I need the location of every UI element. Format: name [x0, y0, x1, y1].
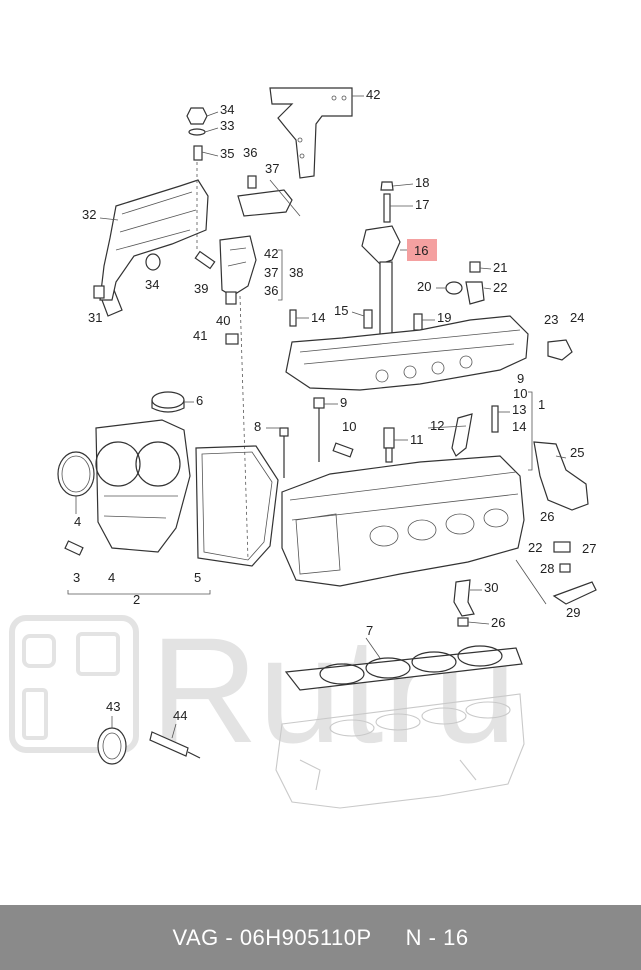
diagram-position: N - 16 [405, 924, 469, 950]
heat-shield-32 [99, 179, 209, 317]
callout-26b: 26 [491, 615, 505, 630]
callout-43: 43 [106, 699, 120, 714]
callout-40: 40 [216, 313, 230, 328]
callout-38: 38 [289, 265, 303, 280]
callout-17: 17 [415, 197, 429, 212]
callout-7: 7 [366, 623, 373, 638]
callout-20: 20 [417, 279, 431, 294]
callout-31: 31 [88, 310, 102, 325]
svg-text:Rutru: Rutru [150, 606, 517, 774]
callout-23: 23 [544, 312, 558, 327]
leader-lines [75, 95, 567, 739]
callout-37b: 37 [264, 265, 278, 280]
callout-25: 25 [570, 445, 584, 460]
callout-21: 21 [493, 260, 507, 275]
callout-14a: 14 [311, 310, 325, 325]
callout-11: 11 [410, 432, 424, 447]
pin-13 [491, 405, 499, 433]
callout-29: 29 [566, 605, 580, 620]
callout-36b: 36 [264, 283, 278, 298]
exploded-parts-diagram: Rutru [9, 87, 597, 809]
cylinder-head-1 [281, 455, 525, 587]
callout-19: 19 [437, 310, 451, 325]
bracket-assembly-38 [219, 235, 257, 561]
ignition-coil-16 [361, 181, 401, 335]
callout-5: 5 [194, 570, 201, 585]
callout-44: 44 [173, 708, 187, 723]
fastener-stack-33-35 [186, 107, 208, 250]
callout-1: 1 [538, 397, 545, 412]
bolt-3 [64, 540, 84, 556]
gasket-5 [195, 445, 279, 567]
callout-34a: 34 [220, 102, 234, 117]
callout-12: 12 [430, 418, 444, 433]
cover-29 [552, 581, 597, 605]
callout-26a: 26 [540, 509, 554, 524]
bracket-25 [533, 441, 589, 511]
watermark: Rutru [9, 606, 517, 774]
spark-plug-11 [383, 427, 395, 463]
callout-42a: 42 [366, 87, 380, 102]
bolt-9 [313, 397, 325, 462]
callout-22: 22 [493, 280, 507, 295]
callout-32: 32 [82, 207, 96, 222]
callout-22b: 22 [528, 540, 542, 555]
callout-13: 13 [512, 402, 526, 417]
bracket-30 [453, 579, 475, 627]
callout-8: 8 [254, 419, 261, 434]
footer-bar: VAG - 06H905110P N - 16 [0, 905, 641, 970]
callout-35: 35 [220, 146, 234, 161]
bracket-plate-42 [269, 87, 353, 179]
callout-18: 18 [415, 175, 429, 190]
part-code: VAG - 06H905110P [172, 924, 372, 950]
callout-14b: 14 [512, 419, 526, 434]
bolt-8 [279, 427, 289, 478]
sensor-27 [553, 541, 571, 573]
callout-42b: 42 [264, 246, 278, 261]
callout-4a: 4 [74, 514, 81, 529]
head-gasket-7 [284, 645, 523, 691]
callout-36a: 36 [243, 145, 257, 160]
small-bolts [93, 250, 239, 345]
callout-24: 24 [570, 310, 584, 325]
callout-4b: 4 [108, 570, 115, 585]
timing-cover-2 [95, 419, 191, 553]
callout-3: 3 [73, 570, 80, 585]
callout-6: 6 [196, 393, 203, 408]
callout-34b: 34 [145, 277, 159, 292]
sensor-10 [332, 442, 354, 458]
callout-33: 33 [220, 118, 234, 133]
highlight-box-16 [407, 239, 437, 261]
cylinder-head-cover [285, 315, 573, 391]
callout-9a: 9 [340, 395, 347, 410]
pressure-sensor-37 [237, 175, 301, 217]
callout-30: 30 [484, 580, 498, 595]
callout-41: 41 [193, 328, 207, 343]
group-brackets [67, 249, 547, 605]
callout-2: 2 [133, 592, 140, 607]
tube-12 [451, 413, 473, 457]
sensors-right [289, 261, 485, 331]
callout-27: 27 [582, 541, 596, 556]
sealant-tube-44 [149, 731, 201, 759]
engine-block-ghost [275, 693, 525, 809]
callout-39: 39 [194, 281, 208, 296]
callout-10b: 10 [342, 419, 356, 434]
callout-37a: 37 [265, 161, 279, 176]
callout-16: 16 [414, 243, 428, 258]
callout-28: 28 [540, 561, 554, 576]
cap-6 [151, 391, 185, 413]
callout-10a: 10 [513, 386, 527, 401]
seal-43 [97, 727, 127, 765]
callout-9b: 9 [517, 371, 524, 386]
callout-15: 15 [334, 303, 348, 318]
oring-4 [57, 451, 95, 497]
